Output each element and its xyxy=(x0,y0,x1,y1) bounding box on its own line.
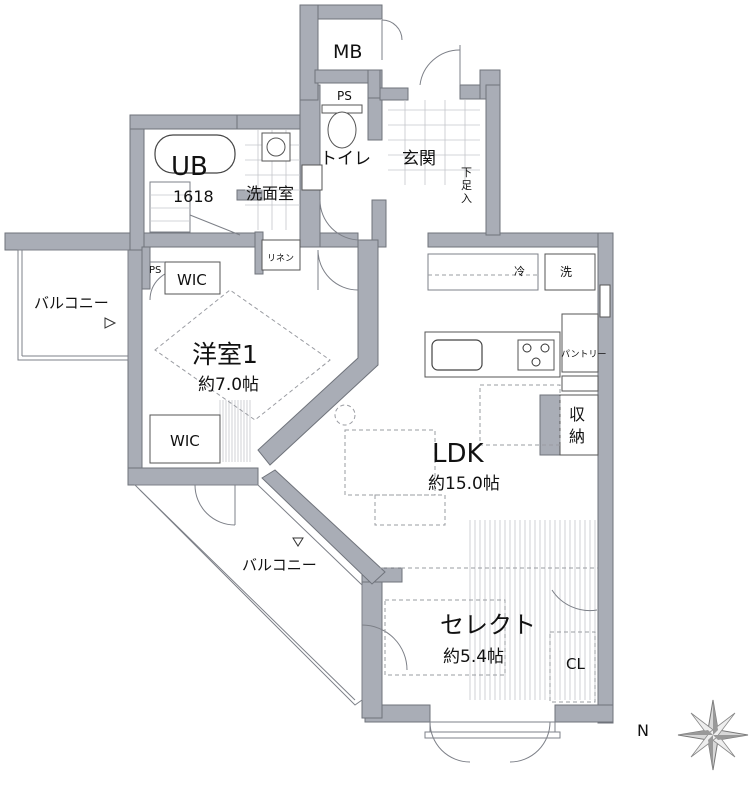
label-ps-top: PS xyxy=(337,89,352,103)
balcony-lower-arrow-icon xyxy=(292,537,304,547)
label-washer: 洗 xyxy=(560,265,572,279)
label-mb: MB xyxy=(333,41,362,63)
doors xyxy=(149,19,598,763)
label-storage: 収納 xyxy=(569,405,585,446)
label-ldk-size: 約15.0帖 xyxy=(428,474,500,494)
label-ub: UB xyxy=(171,152,208,182)
ub-fixtures xyxy=(149,134,241,236)
vertical-labels: 下足入 収納 xyxy=(461,166,585,446)
label-select-size: 約5.4帖 xyxy=(443,647,504,667)
furniture-outlines xyxy=(154,289,598,703)
kitchen xyxy=(424,253,611,456)
room-labels: MB PS UB 1618 トイレ 玄関 洗面室 リネン PS WIC バルコニ… xyxy=(34,41,649,740)
label-ldk: LDK xyxy=(432,439,485,469)
label-genkan: 玄関 xyxy=(402,149,436,169)
label-yoshitsu-size: 約7.0帖 xyxy=(198,375,259,395)
label-ps-left: PS xyxy=(149,265,161,276)
label-fridge: 冷 xyxy=(514,265,525,278)
label-yoshitsu: 洋室1 xyxy=(192,340,258,369)
label-getabako: 下足入 xyxy=(461,166,472,205)
washroom-fixtures xyxy=(261,104,363,271)
label-pantry: パントリー xyxy=(561,349,606,360)
label-wic-bottom: WIC xyxy=(170,432,200,450)
label-balcony-left: バルコニー xyxy=(34,294,109,312)
compass-icon xyxy=(677,699,749,771)
label-closet: CL xyxy=(566,655,585,673)
label-wic-top: WIC xyxy=(177,271,207,289)
balcony-left-arrow-icon xyxy=(104,317,117,329)
label-linen: リネン xyxy=(267,253,294,264)
label-balcony-center: バルコニー xyxy=(242,556,317,574)
label-washroom: 洗面室 xyxy=(246,184,294,203)
label-toilet: トイレ xyxy=(320,149,371,169)
wic-boxes xyxy=(149,261,221,464)
balcony-left xyxy=(17,249,129,361)
label-ub-size: 1618 xyxy=(173,187,214,206)
bottom-window xyxy=(424,721,561,739)
balcony-lower xyxy=(133,484,363,706)
label-compass-n: N xyxy=(637,721,649,740)
walls xyxy=(4,4,614,724)
floor-hatching xyxy=(219,100,596,700)
label-select: セレクト xyxy=(440,611,536,639)
